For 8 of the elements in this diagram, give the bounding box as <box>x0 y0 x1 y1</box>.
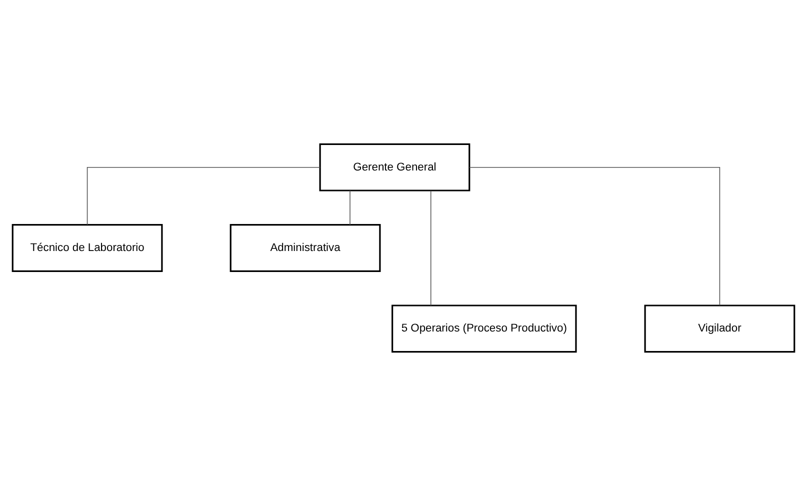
node-box: Administrativa <box>230 224 381 272</box>
node-box: Vigilador <box>644 304 796 353</box>
node-box: Gerente General <box>319 143 470 192</box>
connector <box>86 166 320 226</box>
connector <box>430 190 432 306</box>
node-box: 5 Operarios (Proceso Productivo) <box>392 304 577 353</box>
node-box: Técnico de Laboratorio <box>12 224 163 272</box>
connector <box>469 166 720 306</box>
